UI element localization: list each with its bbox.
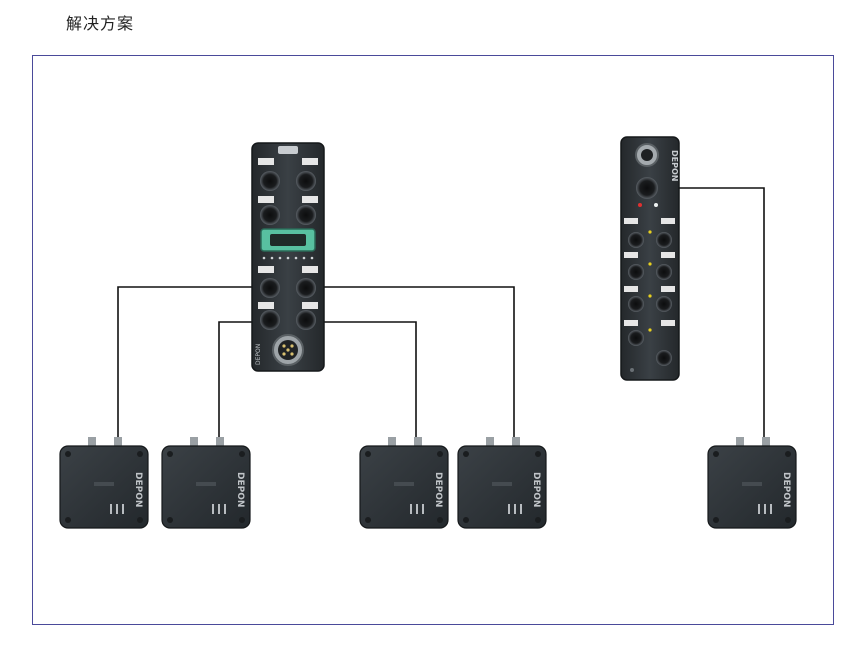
sensor-brand-text: DEPON (531, 472, 541, 507)
sensor-device-icon: DEPON (707, 437, 797, 529)
sensor-brand-text: DEPON (433, 472, 443, 507)
sensor-device-icon: DEPON (457, 437, 547, 529)
sensor-brand-text: DEPON (781, 472, 791, 507)
cable-master-to-sensor-1 (117, 286, 258, 440)
cable-master-to-sensor-2 (218, 321, 262, 440)
io-link-hub-module-icon: DEPON (620, 136, 680, 381)
sensor-device-icon: DEPON (59, 437, 149, 529)
page-title: 解决方案 (66, 14, 135, 33)
sensors: DEPON DEPON DEPON (59, 437, 797, 529)
cables (117, 187, 765, 440)
cable-master-to-sensor-4 (318, 286, 515, 440)
hub-brand-text: DEPON (670, 150, 679, 181)
io-link-master-module-icon: DEPON (251, 142, 325, 372)
sensor-device-icon: DEPON (161, 437, 251, 529)
sensor-brand-text: DEPON (133, 472, 143, 507)
master-brand-text: DEPON (255, 344, 262, 365)
diagram-frame (32, 55, 834, 625)
cable-master-to-sensor-3 (318, 321, 417, 440)
cable-hub-to-sensor-5 (672, 187, 765, 440)
sensor-brand-text: DEPON (235, 472, 245, 507)
sensor-device-icon: DEPON (359, 437, 449, 529)
